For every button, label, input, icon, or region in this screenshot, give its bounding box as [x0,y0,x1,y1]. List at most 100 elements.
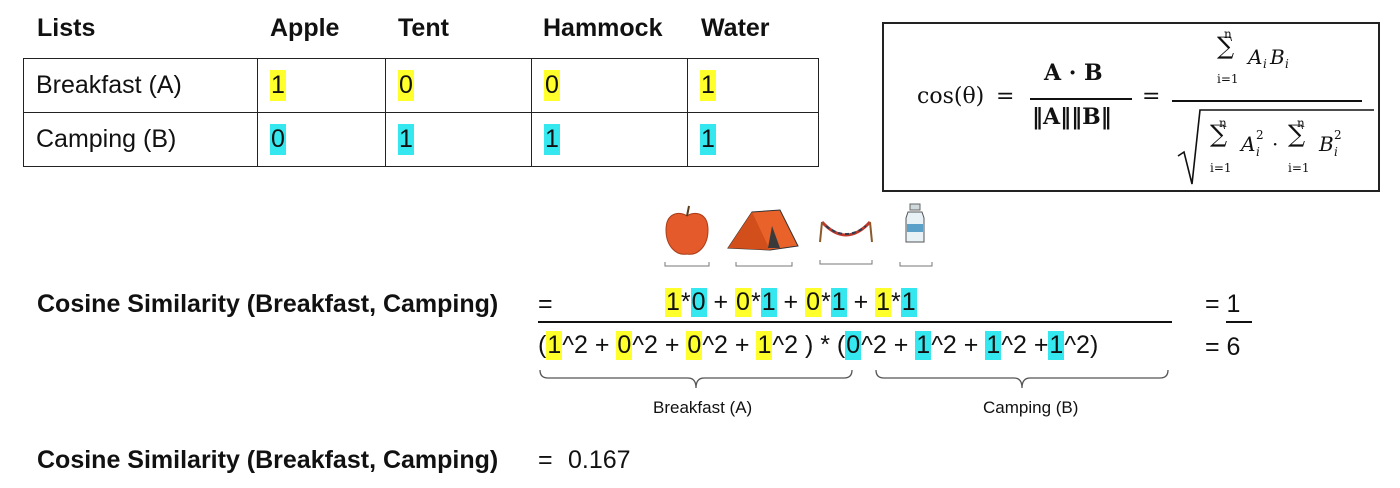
brace-breakfast [539,369,853,389]
term-b: 1 [760,288,777,317]
operator: + [706,288,736,316]
term-a: 0 [805,288,821,317]
numerator-term-a: A [1248,45,1263,69]
table-cell: 1 [687,58,819,113]
operator: ( [538,331,547,359]
operator: * [821,288,831,316]
table-cell: 0 [385,58,532,113]
result-numerator: = 1 [1205,290,1241,318]
sum-lower-limit: i=1 [1288,161,1310,175]
brace-label-breakfast: Breakfast (A) [653,398,753,417]
sum-upper-limit: n [1224,27,1232,41]
sqrt-symbol [1177,109,1374,185]
superscript: 2 [1334,128,1342,142]
term-b: 0 [690,288,707,317]
term-a: 0 [686,331,703,360]
sigma-symbol: ∑ [1217,32,1235,60]
table-cell: 1 [531,112,688,167]
term-a: 0 [735,288,751,317]
operator: ^2 + [931,331,986,359]
value-a: 1 [700,70,716,101]
operator: ^2 + [562,331,617,359]
result-fraction-bar [1226,321,1252,323]
value-a: 1 [270,70,286,101]
operator: ^2 + [861,331,916,359]
dot-operator: · [1272,132,1279,156]
formula-lhs: cos(θ) [917,84,985,109]
equation-numerator: 1*0 + 0*1 + 0*1 + 1*1 [665,288,917,317]
table-header-apple: Apple [270,14,340,42]
sigma-symbol: ∑ [1288,120,1306,148]
term-a: 1 [546,331,563,360]
denominator-term-b: B [1319,132,1334,156]
value-b: 1 [544,124,560,155]
sum-upper-limit: n [1297,116,1305,130]
numerator-sub-a: i [1263,57,1267,71]
denominator-term-a: A [1241,132,1256,156]
term-a: 1 [875,288,892,317]
value-b: 1 [398,124,414,155]
water-bottle-icon [899,203,933,267]
term-b: 1 [830,288,847,317]
sigma-symbol: ∑ [1210,120,1228,148]
fraction-bar [1030,98,1132,100]
table-header-tent: Tent [398,14,449,42]
operator: ^2) [1064,331,1099,359]
apple-icon [664,205,710,267]
hammock-icon [819,220,873,265]
term-b: 1 [1048,331,1065,360]
table-header-water: Water [701,14,770,42]
operator: + [846,288,876,316]
formula-equals-1: = [996,84,1015,109]
value-a: 0 [398,70,414,101]
formula-mid-numerator: A · B [1044,60,1103,86]
numerator-sub-b: i [1285,57,1289,71]
operator: * [680,288,691,316]
term-a: 1 [756,331,773,360]
operator: ^2 + [702,331,757,359]
sum-lower-limit: i=1 [1210,161,1232,175]
brace-camping [875,369,1169,389]
value-a: 0 [544,70,560,101]
value-b: 0 [270,124,286,155]
table-cell: 1 [385,112,532,167]
term-a: 0 [616,331,633,360]
operator: * [891,288,901,316]
result-denominator: = 6 [1205,333,1241,361]
fraction-bar [1172,100,1362,102]
result-value: 0.167 [568,446,631,474]
table-cell: 0 [531,58,688,113]
fraction-bar [538,321,1172,323]
term-a: 1 [665,288,681,317]
result-label: Cosine Similarity (Breakfast, Camping) [37,446,499,474]
lists-table: Breakfast (A) 1 0 0 1 Camping (B) 0 1 1 … [23,58,819,167]
tent-icon [727,209,799,267]
term-b: 0 [845,331,862,360]
equation-label: Cosine Similarity (Breakfast, Camping) [37,290,499,318]
term-b: 1 [985,331,1002,360]
subscript: i [1256,145,1260,159]
cosine-formula-box: cos(θ) = A · B ‖A‖‖B‖ = n ∑ i=1 A i B i … [882,22,1380,192]
table-cell: 1 [257,58,386,113]
subscript: i [1334,145,1338,159]
formula-equals-2: = [1142,84,1161,109]
superscript: 2 [1256,128,1264,142]
table-row: Camping (B) 0 1 1 1 [23,112,819,167]
operator: ^2 + [632,331,687,359]
equation-denominator: (1^2 + 0^2 + 0^2 + 1^2 ) * (0^2 + 1^2 + … [538,331,1098,360]
brace-label-camping: Camping (B) [983,398,1079,417]
operator: ^2 ) * ( [772,331,846,359]
operator: * [750,288,761,316]
term-b: 1 [900,288,917,317]
table-cell: 1 [687,112,819,167]
value-b: 1 [700,124,716,155]
term-b: 1 [915,331,932,360]
row-label: Camping (B) [23,112,258,167]
numerator-term-b: B [1270,45,1285,69]
formula-mid-denominator: ‖A‖‖B‖ [1032,104,1112,130]
operator: + [776,288,806,316]
table-header-lists: Lists [37,14,96,42]
table-header-hammock: Hammock [543,14,663,42]
table-cell: 0 [257,112,386,167]
result-equals: = [538,446,553,474]
